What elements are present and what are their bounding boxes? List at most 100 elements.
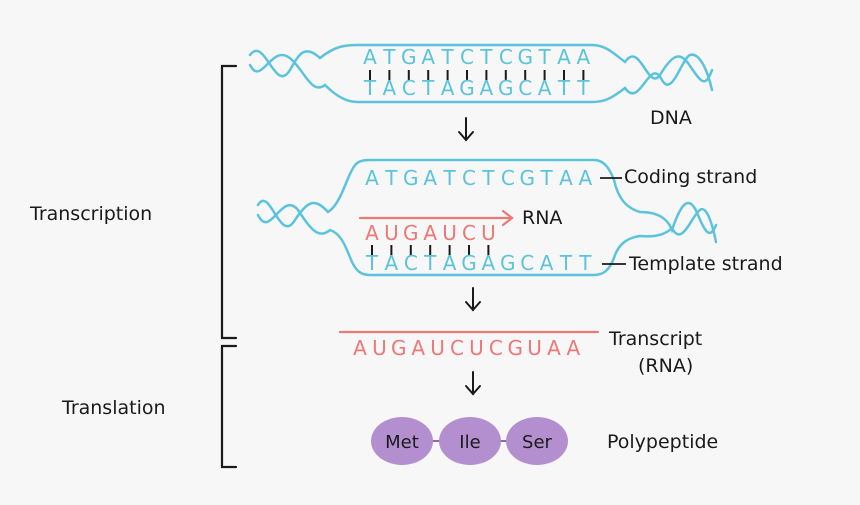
rna-nucleotide: U <box>469 336 484 360</box>
nucleotide: T <box>365 251 379 275</box>
amino-acid-ser <box>506 417 568 465</box>
amino-acid-ile <box>439 417 501 465</box>
nucleotide: T <box>423 251 437 275</box>
right-arrow-icon <box>358 209 514 227</box>
nucleotide: A <box>385 251 399 275</box>
nucleotide: T <box>382 45 396 69</box>
rna-nucleotide: A <box>567 336 581 360</box>
amino-acid-label: Met <box>385 432 419 453</box>
amino-acid-label: Ile <box>459 432 480 453</box>
nucleotide: C <box>460 45 474 69</box>
rna-nucleotide: C <box>462 221 476 245</box>
nucleotide: T <box>576 76 590 100</box>
coding-strand-label: Coding strand <box>624 166 757 188</box>
polypeptide-chain: Met Ile Ser <box>371 417 568 465</box>
rna-nucleotide: U <box>527 336 542 360</box>
rna-template-base-pair-bonds <box>371 245 490 255</box>
nucleotide: T <box>481 166 495 190</box>
dna-backbone-middle-lower <box>256 203 718 277</box>
rna-nucleotide: G <box>391 336 407 360</box>
nucleotide: G <box>403 166 419 190</box>
nucleotide: A <box>579 166 593 190</box>
dna-backbone-middle-upper <box>256 158 718 235</box>
amino-acid-label: Ser <box>522 432 553 453</box>
rna-arrow-label: RNA <box>522 207 562 229</box>
rna-nucleotide: A <box>353 336 367 360</box>
dna-backbone-top-upper <box>248 43 714 83</box>
nucleotide: G <box>461 251 477 275</box>
transcription-label: Transcription <box>29 203 152 225</box>
nucleotide: T <box>537 45 551 69</box>
rna-nucleotide: A <box>547 336 561 360</box>
nucleotide: C <box>499 45 513 69</box>
dna-top-base-pair-bonds <box>369 70 585 80</box>
nucleotide: G <box>519 166 535 190</box>
nucleotide: T <box>440 45 454 69</box>
nucleotide: T <box>539 166 553 190</box>
nucleotide: C <box>501 166 515 190</box>
nucleotide: T <box>442 166 456 190</box>
nucleotide: A <box>443 251 457 275</box>
nucleotide: T <box>421 76 435 100</box>
dna-label: DNA <box>650 107 692 129</box>
rna-nucleotide: U <box>442 221 457 245</box>
dna-double-helix-top <box>248 43 714 104</box>
nucleotide: C <box>404 251 418 275</box>
dna-backbone-top-lower <box>248 53 714 104</box>
down-arrow-icon <box>465 287 481 312</box>
translation-label: Translation <box>61 397 166 419</box>
nucleotide: A <box>538 76 552 100</box>
rna-nucleotide: U <box>481 221 496 245</box>
down-arrow-icon <box>465 371 481 396</box>
nucleotide: G <box>517 45 533 69</box>
nucleotide: G <box>498 76 514 100</box>
nucleotide: G <box>459 76 475 100</box>
nucleotide: A <box>540 251 554 275</box>
rna-nucleotide: A <box>365 221 379 245</box>
transcript-label: Transcript <box>608 328 702 350</box>
rna-nucleotide: A <box>411 336 425 360</box>
rna-nucleotide: C <box>450 336 464 360</box>
nucleotide: G <box>500 251 516 275</box>
nucleotide: A <box>423 166 437 190</box>
nucleotide: A <box>421 45 435 69</box>
rna-nucleotide: G <box>507 336 523 360</box>
nucleotide: T <box>479 45 493 69</box>
nucleotide: C <box>520 251 534 275</box>
dna-transcription-bubble <box>256 158 718 277</box>
polypeptide-label: Polypeptide <box>607 431 718 453</box>
nucleotide: C <box>462 166 476 190</box>
rna-nucleotide: U <box>384 221 399 245</box>
transcript-rna-label: (RNA) <box>638 355 693 377</box>
nucleotide: A <box>480 76 494 100</box>
template-strand-label: Template strand <box>628 253 783 275</box>
nucleotide: T <box>557 76 571 100</box>
nucleotide: A <box>577 45 591 69</box>
nucleotide: G <box>401 45 417 69</box>
rna-nucleotide: G <box>403 221 419 245</box>
transcription-bracket <box>220 64 238 340</box>
nucleotide: A <box>482 251 496 275</box>
nucleotide: A <box>363 45 377 69</box>
rna-nucleotide: U <box>430 336 445 360</box>
nucleotide: A <box>365 166 379 190</box>
nucleotide: A <box>383 76 397 100</box>
translation-bracket <box>220 344 238 469</box>
nucleotide: T <box>578 251 592 275</box>
nucleotide: A <box>441 76 455 100</box>
nucleotide: C <box>402 76 416 100</box>
nucleotide: T <box>363 76 377 100</box>
rna-nucleotide: C <box>489 336 503 360</box>
nucleotide: A <box>559 166 573 190</box>
nucleotide: A <box>557 45 571 69</box>
nucleotide: T <box>559 251 573 275</box>
nucleotide: C <box>518 76 532 100</box>
rna-nucleotide: A <box>423 221 437 245</box>
